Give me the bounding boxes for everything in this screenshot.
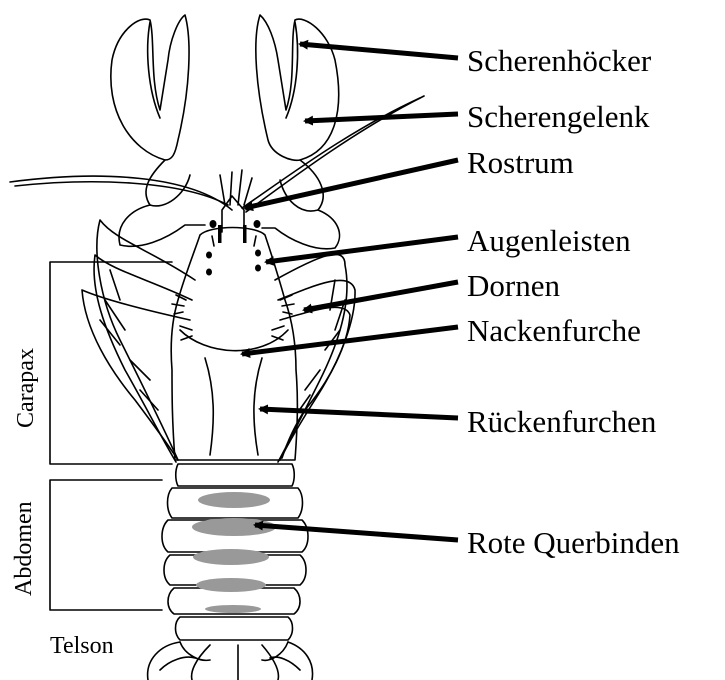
label-rostrum: Rostrum <box>467 147 574 178</box>
label-dornen: Dornen <box>467 270 560 301</box>
label-telson: Telson <box>50 634 114 658</box>
label-rote-querbinden: Rote Querbinden <box>467 527 680 558</box>
label-scherengelenk: Scherengelenk <box>467 101 649 132</box>
left-claw <box>111 15 189 160</box>
arrow-rueckenfurchen <box>260 409 458 418</box>
label-augenleisten: Augenleisten <box>467 225 631 256</box>
arrow-scherengelenk <box>305 114 458 121</box>
label-carapax: Carapax <box>14 348 38 428</box>
arrow-scherenhoecker <box>300 44 458 58</box>
label-rueckenfurchen: Rückenfurchen <box>467 406 656 437</box>
label-scherenhoecker: Scherenhöcker <box>467 45 651 76</box>
arrow-dornen <box>304 282 458 310</box>
arrow-rote-querbinden <box>255 525 458 540</box>
abdomen-bracket <box>50 480 162 610</box>
label-nackenfurche: Nackenfurche <box>467 315 641 346</box>
abdomen-segment-6 <box>176 617 293 640</box>
carapax-bracket <box>50 262 172 464</box>
abdomen-segment-1 <box>176 464 295 486</box>
label-abdomen: Abdomen <box>12 501 36 596</box>
